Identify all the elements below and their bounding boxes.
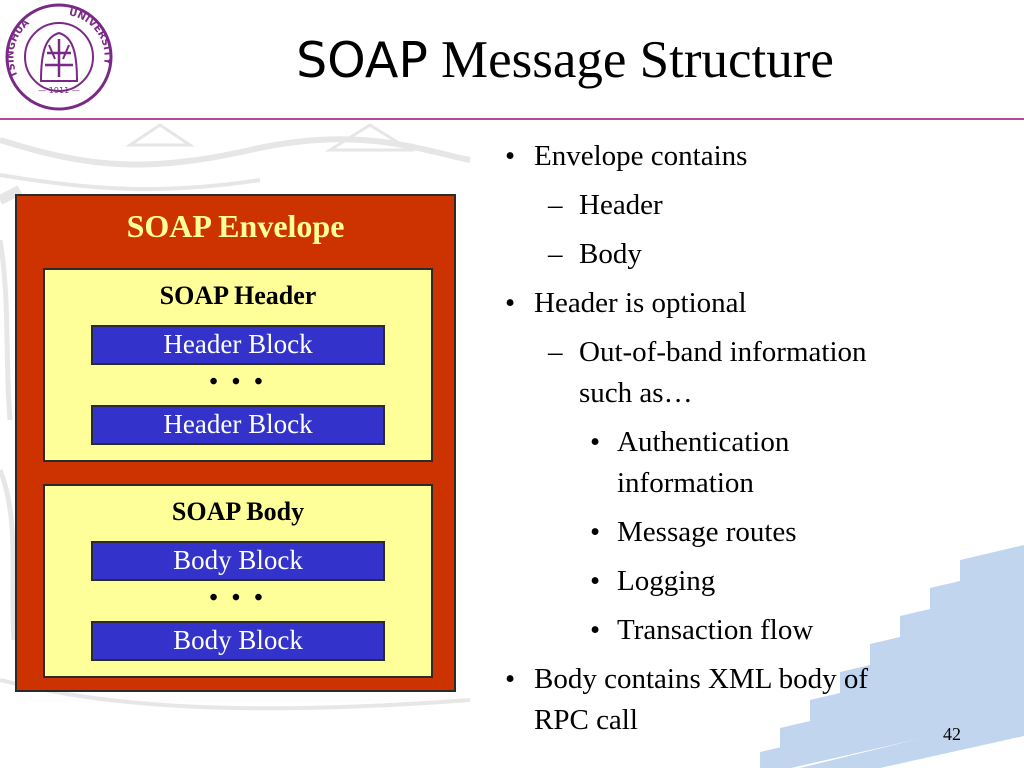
body-block: Body Block bbox=[91, 541, 385, 581]
soap-header-label: SOAP Header bbox=[159, 281, 317, 310]
soap-header-box: SOAP Header Header Block • • • Header Bl… bbox=[43, 268, 433, 462]
page-number: 42 bbox=[943, 724, 961, 744]
ibm-stripes-watermark bbox=[760, 545, 1024, 768]
soap-envelope-label: SOAP Envelope bbox=[126, 208, 345, 244]
header-block: Header Block bbox=[91, 405, 385, 445]
title-divider bbox=[0, 118, 1024, 120]
header-ellipsis: • • • bbox=[209, 369, 267, 395]
soap-body-box: SOAP Body Body Block • • • Body Block bbox=[43, 484, 433, 678]
body-ellipsis: • • • bbox=[209, 585, 267, 611]
soap-body-label: SOAP Body bbox=[171, 497, 305, 526]
svg-text:— 1911 —: — 1911 — bbox=[38, 86, 79, 95]
header-block: Header Block bbox=[91, 325, 385, 365]
body-block: Body Block bbox=[91, 621, 385, 661]
page-title: SOAP Message Structure bbox=[150, 28, 980, 93]
university-seal-logo: TSINGHUA UNIVERSITY — 1911 — bbox=[5, 3, 113, 111]
title-soap: SOAP bbox=[296, 32, 428, 89]
soap-envelope-box: SOAP Envelope SOAP Header Header Block •… bbox=[15, 194, 456, 692]
title-message-structure: Message Structure bbox=[440, 31, 834, 89]
